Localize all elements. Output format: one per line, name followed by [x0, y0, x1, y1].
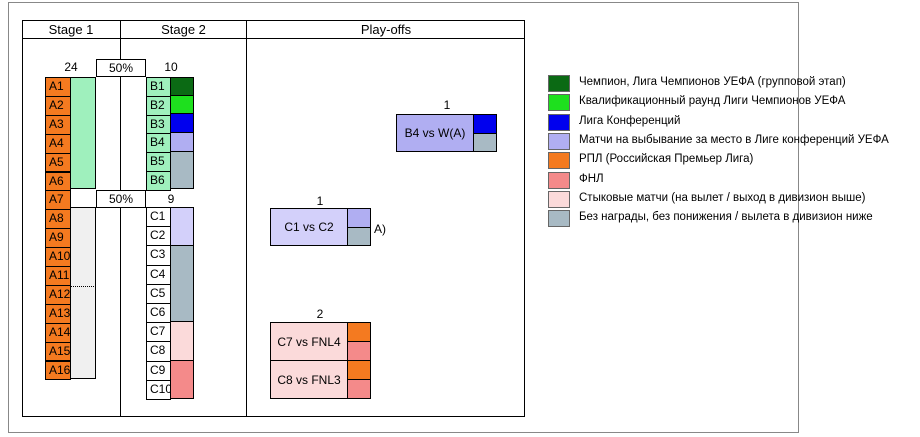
legend-label: Стыковые матчи (на вылет / выход в дивиз… — [579, 191, 866, 204]
stage1-team-cell: A13 — [45, 303, 71, 324]
playoff2-win — [347, 208, 371, 228]
legend-swatch — [548, 113, 570, 131]
legend-swatch — [548, 210, 570, 228]
stage2-upper-team-cell: B1 — [146, 77, 171, 97]
playoff2-match: C1 vs C2 — [270, 208, 348, 246]
outer-frame — [8, 2, 799, 433]
stage2-upper-count: 10 — [164, 60, 178, 74]
stage2-upper-percent: 50% — [96, 59, 146, 77]
stage2-lower-team-cell: C10 — [146, 379, 172, 400]
stage1-team-cell: A2 — [45, 95, 71, 116]
playoff3a-lose — [347, 341, 371, 361]
stage2-upper-team-cell: B2 — [146, 95, 171, 116]
legend-label: Чемпион, Лига Чемпионов УЕФА (групповой … — [579, 76, 846, 88]
b1-result — [170, 77, 194, 96]
legend-label: Матчи на выбывание за место в Лиге конфе… — [579, 133, 889, 146]
playoff3b-win — [347, 360, 371, 380]
c1-c2-result — [170, 207, 194, 246]
stage2-lower-team-cell: C8 — [146, 341, 171, 362]
playoff1-lose — [473, 133, 497, 152]
playoff2-lose — [347, 227, 371, 246]
stage2-lower-team-cell: C4 — [146, 264, 171, 285]
playoff3-count: 2 — [316, 307, 324, 321]
stage1-team-cell: A5 — [45, 152, 71, 173]
divider-stage1-stage2 — [120, 20, 121, 417]
c7-c8-result — [170, 321, 194, 361]
stage2-lower-count: 9 — [167, 192, 175, 206]
stage1-team-cell: A1 — [45, 77, 71, 97]
stage2-upper-team-cell: B4 — [146, 133, 171, 154]
stage2-lower-percent: 50% — [96, 190, 146, 208]
playoff2-count: 1 — [316, 194, 324, 208]
b4-result — [170, 132, 194, 152]
legend-swatch — [548, 75, 570, 92]
stage2-upper-team-cell: B3 — [146, 114, 171, 135]
legend-label: ФНЛ — [579, 172, 604, 185]
playoff1-match: B4 vs W(A) — [396, 114, 474, 152]
playoff3a-win — [347, 322, 371, 342]
stage2-lower-team-cell: C7 — [146, 322, 171, 343]
stage1-team-cell: A11 — [45, 266, 71, 286]
stage1-team-cell: A6 — [45, 171, 71, 192]
stage2-lower-team-cell: C2 — [146, 226, 171, 247]
stage1-team-cell: A12 — [45, 284, 71, 305]
stage1-header: Stage 1 — [48, 22, 94, 37]
stage2-lower-team-cell: C9 — [146, 360, 171, 381]
playoff1-count: 1 — [443, 98, 451, 112]
stage1-team-cell: A7 — [45, 190, 71, 211]
legend-swatch — [548, 152, 570, 170]
playoff3-match-a: C7 vs FNL4 — [270, 322, 348, 361]
stage1-count: 24 — [64, 60, 78, 74]
stage1-split-line — [70, 286, 96, 287]
legend-swatch — [548, 171, 570, 189]
divider-stage2-playoffs — [246, 20, 247, 417]
b3-result — [170, 113, 194, 133]
b5-b6-result — [170, 151, 194, 189]
c3-c6-result — [170, 245, 194, 322]
stage2-lower-team-cell: C3 — [146, 245, 171, 266]
stage2-upper-team-cell: B5 — [146, 152, 171, 172]
stage1-upper-bracket — [70, 77, 96, 189]
stage1-team-cell: A15 — [45, 341, 71, 362]
stage1-team-cell: A10 — [45, 247, 71, 267]
legend-swatch — [548, 94, 570, 112]
c9-c10-result — [170, 360, 194, 399]
stage2-header: Stage 2 — [161, 22, 206, 37]
playoffs-header: Play-offs — [360, 22, 412, 37]
stage1-team-cell: A9 — [45, 228, 71, 249]
stage2-lower-team-cell: C6 — [146, 303, 171, 324]
header-underline — [22, 38, 525, 39]
stages-panel — [22, 20, 525, 417]
stage1-team-cell: A4 — [45, 133, 71, 154]
stage2-upper-team-cell: B6 — [146, 171, 171, 191]
legend-swatch — [548, 190, 570, 208]
playoff3-match-b: C8 vs FNL3 — [270, 360, 348, 399]
playoff3b-lose — [347, 379, 371, 399]
legend-label: Лига Конференций — [579, 114, 681, 127]
legend-label: Квалификационный раунд Лиги Чемпионов УЕ… — [579, 95, 846, 108]
stage1-lower-bracket — [70, 207, 96, 379]
stage1-team-cell: A3 — [45, 114, 71, 135]
legend-swatch — [548, 132, 570, 150]
stage2-lower-team-cell: C1 — [146, 207, 171, 228]
legend-label: Без награды, без понижения / вылета в ди… — [579, 211, 873, 224]
stage1-team-cell: A14 — [45, 322, 71, 343]
stage1-team-cell: A16 — [45, 360, 71, 381]
b2-result — [170, 95, 194, 114]
legend-label: РПЛ (Российская Премьер Лига) — [579, 153, 754, 166]
stage1-team-cell: A8 — [45, 209, 71, 230]
playoff2-suffix: A) — [374, 222, 386, 236]
playoff1-win — [473, 114, 497, 134]
stage2-lower-team-cell: C5 — [146, 283, 171, 304]
